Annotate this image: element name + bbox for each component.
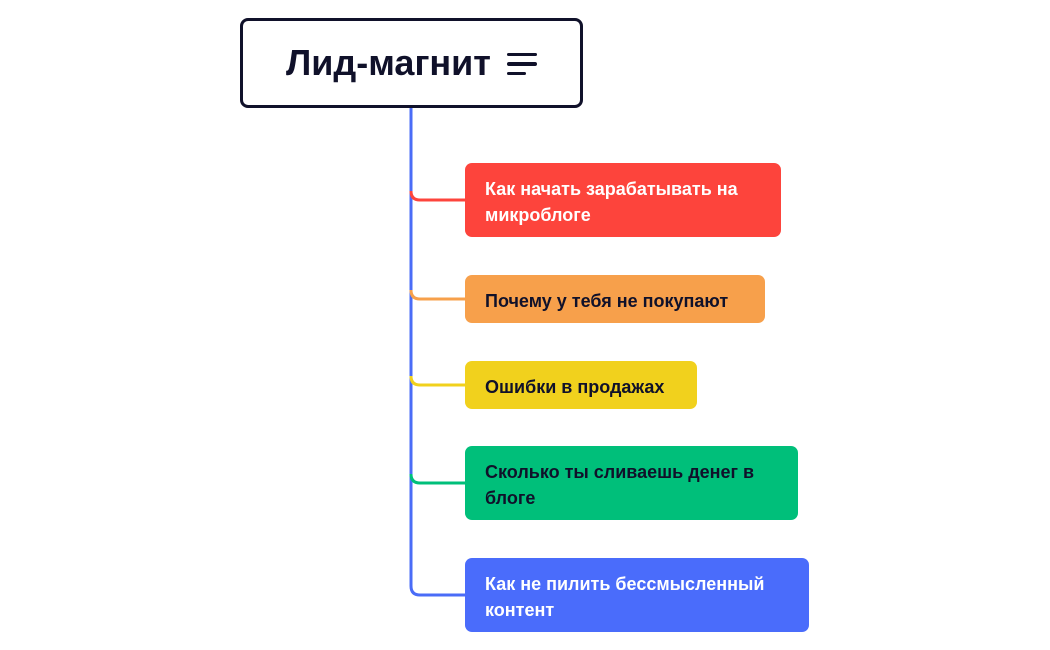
child-node[interactable]: Как начать зарабатывать на микроблоге — [465, 163, 781, 237]
child-node[interactable]: Почему у тебя не покупают — [465, 275, 765, 323]
trunk-line — [409, 108, 465, 597]
branch-line — [409, 289, 465, 301]
child-node[interactable]: Ошибки в продажах — [465, 361, 697, 409]
branch-line — [409, 375, 465, 387]
root-title: Лид-магнит — [286, 42, 491, 83]
child-node[interactable]: Сколько ты сливаешь денег в блоге — [465, 446, 798, 520]
child-node[interactable]: Как не пилить бессмысленный контент — [465, 558, 809, 632]
menu-lines-icon — [506, 52, 537, 76]
root-node[interactable]: Лид-магнит — [240, 18, 583, 108]
branch-line — [409, 190, 465, 202]
branch-line — [409, 473, 465, 485]
